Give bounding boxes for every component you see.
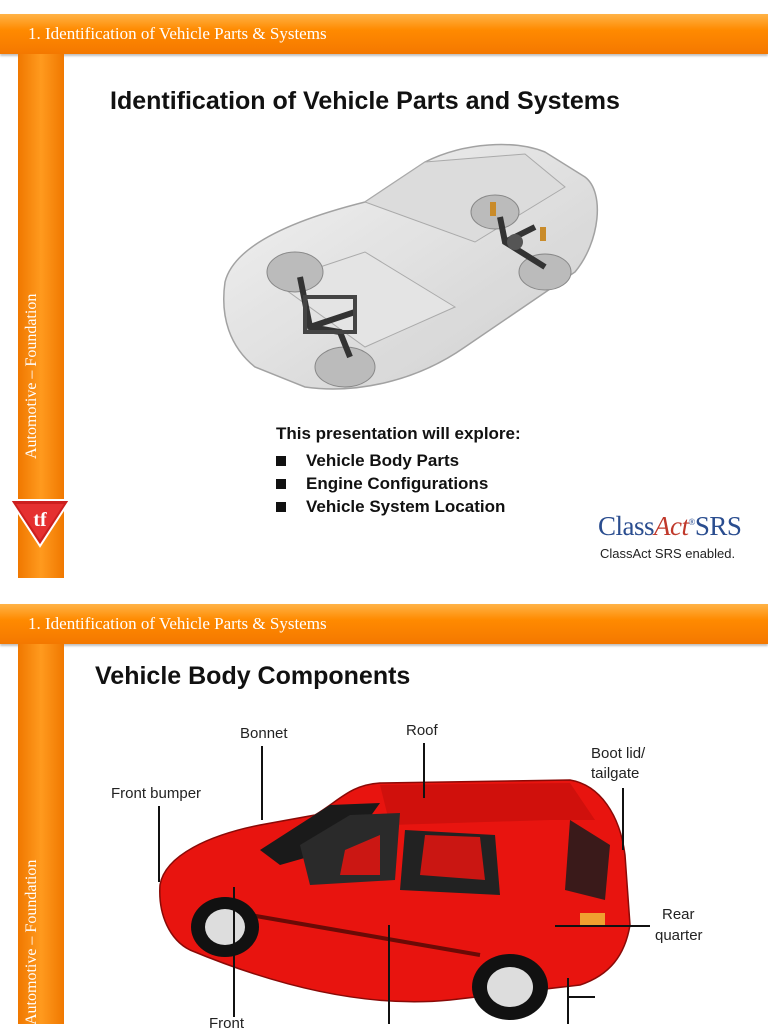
list-item: Vehicle Body Parts (276, 449, 505, 472)
slide-title: Identification of Vehicle Parts and Syst… (110, 87, 620, 115)
bullet-square-icon (276, 455, 286, 466)
logo-icon: tf (8, 499, 72, 548)
leader-line (233, 887, 235, 1017)
leader-line (388, 925, 390, 1024)
topic-list: Vehicle Body Parts Engine Configurations… (276, 449, 505, 518)
leader-line (158, 806, 160, 882)
label-boot-lid-1: Boot lid/ (591, 745, 646, 762)
classact-enabled-text: ClassAct SRS enabled. (600, 546, 736, 561)
slide-1: 1. Identification of Vehicle Parts & Sys… (0, 14, 768, 578)
leader-line (555, 925, 650, 927)
sidebar: Automotive – Foundation (18, 54, 64, 578)
leader-line (567, 978, 569, 1024)
slide-gap (0, 578, 768, 590)
label-rear-quarter-2: quarter (655, 927, 703, 944)
header-title: 1. Identification of Vehicle Parts & Sys… (28, 24, 327, 43)
label-front: Front (209, 1015, 245, 1032)
leader-line (567, 996, 595, 998)
svg-text:tf: tf (33, 509, 47, 531)
header-band: 1. Identification of Vehicle Parts & Sys… (0, 604, 768, 644)
leader-line (423, 743, 425, 798)
label-front-bumper: Front bumper (111, 785, 202, 802)
bullet-square-icon (276, 478, 286, 489)
label-bonnet: Bonnet (240, 725, 288, 742)
label-boot-lid-2: tailgate (591, 765, 640, 782)
list-item: Engine Configurations (276, 472, 505, 495)
explore-heading: This presentation will explore: (276, 424, 521, 443)
leader-line (622, 788, 624, 850)
label-rear-quarter-1: Rear (662, 906, 695, 923)
chassis-car-image (223, 143, 598, 390)
header-title: 1. Identification of Vehicle Parts & Sys… (28, 614, 327, 633)
red-car-image (159, 779, 631, 1020)
bullet-square-icon (276, 501, 286, 512)
header-band: 1. Identification of Vehicle Parts & Sys… (0, 14, 768, 54)
leader-line (261, 746, 263, 820)
list-item: Vehicle System Location (276, 495, 505, 518)
sidebar: Automotive – Foundation (18, 644, 64, 1024)
classact-logo: ClassAct®SRS (598, 511, 742, 541)
label-roof: Roof (406, 722, 438, 739)
slide-title: Vehicle Body Components (95, 662, 411, 690)
